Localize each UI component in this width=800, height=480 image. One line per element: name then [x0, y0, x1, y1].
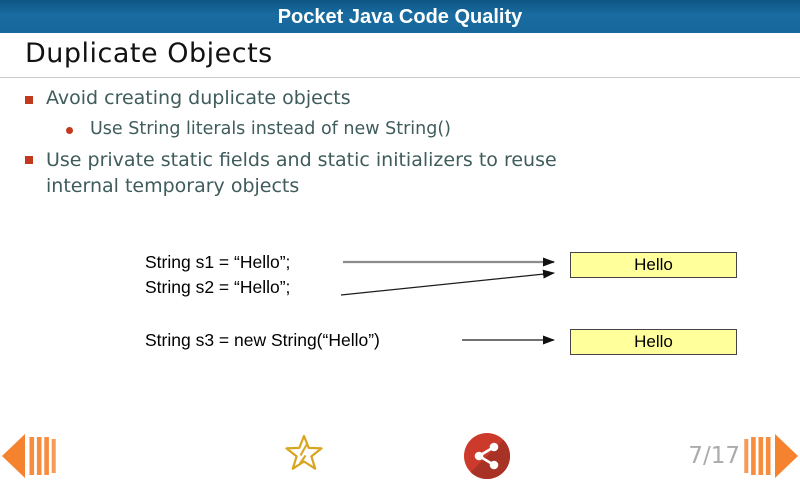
previous-slide-button[interactable]: [2, 434, 58, 478]
bullet-item-1: Avoid creating duplicate objects: [46, 87, 351, 109]
share-button[interactable]: [464, 433, 511, 480]
bullet-dot-icon: [66, 127, 73, 134]
code-line-s3: String s3 = new String(“Hello”): [145, 330, 380, 350]
bullet-square-icon: [25, 156, 33, 164]
share-icon: [464, 433, 511, 480]
code-line-s1: String s1 = “Hello”;: [145, 252, 291, 272]
slide-title: Duplicate Objects: [25, 38, 273, 69]
next-slide-button[interactable]: [742, 434, 798, 478]
app-title: Pocket Java Code Quality: [277, 6, 523, 28]
code-line-s2: String s2 = “Hello”;: [145, 277, 291, 297]
bullet-item-2-line2: internal temporary objects: [46, 175, 300, 197]
rewind-icon: [2, 434, 56, 478]
favorite-button[interactable]: [284, 433, 324, 475]
title-divider: [0, 77, 800, 78]
page-indicator: 7/17: [688, 443, 740, 469]
new-string-box: Hello: [570, 329, 737, 355]
string-pool-box: Hello: [570, 252, 737, 278]
bullet-item-2-line1: Use private static fields and static ini…: [46, 149, 557, 171]
bullet-item-2: Use private static fields and static ini…: [46, 147, 557, 199]
bullet-square-icon: [25, 96, 33, 104]
star-icon: [285, 434, 323, 470]
fast-forward-icon: [744, 434, 798, 478]
app-title-bar: Pocket Java Code Quality: [0, 0, 800, 33]
sub-bullet-item: Use String literals instead of new Strin…: [90, 119, 451, 139]
